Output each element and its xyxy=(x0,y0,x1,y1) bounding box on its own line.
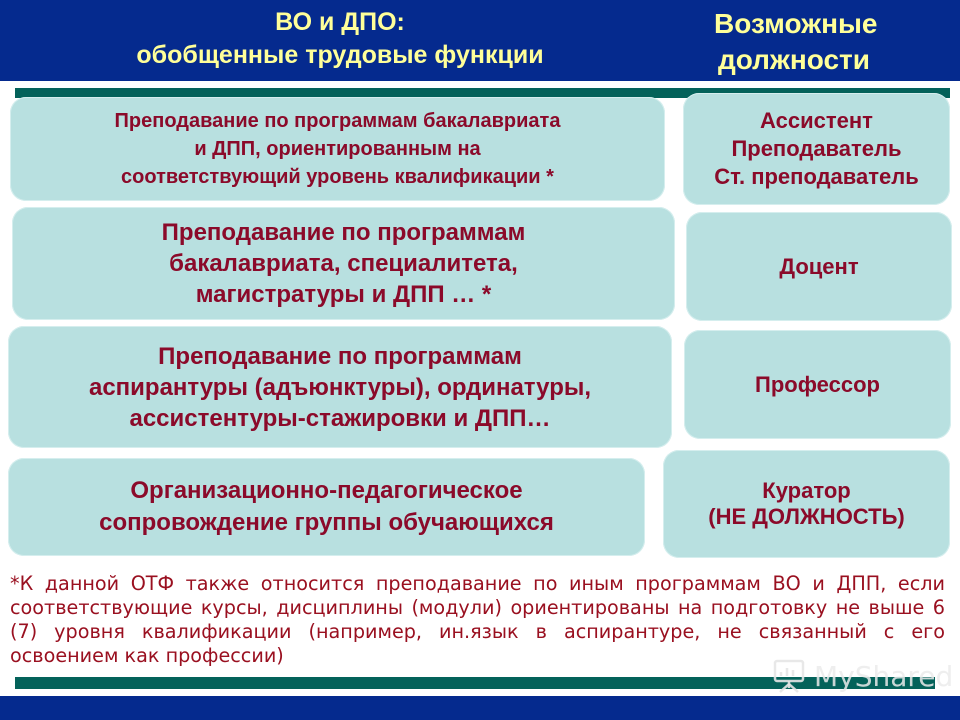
function-box-postgraduate: Преподавание по программам аспирантуры (… xyxy=(8,326,672,448)
position-text: Куратор (НЕ ДОЛЖНОСТЬ) xyxy=(708,478,905,529)
function-text: Преподавание по программам бакалавриата,… xyxy=(161,219,526,308)
positions-title-line1: Возможные xyxy=(714,8,878,39)
footnote-text: *К данной ОТФ также относится преподаван… xyxy=(10,572,945,667)
position-text: Ассистент Преподаватель Ст. преподавател… xyxy=(714,108,919,189)
footer-banner xyxy=(0,696,960,720)
position-box-docent: Доцент xyxy=(686,212,952,321)
position-text: Доцент xyxy=(779,253,859,279)
position-box-assistant-lecturer: Ассистент Преподаватель Ст. преподавател… xyxy=(683,93,950,205)
position-box-curator: Куратор (НЕ ДОЛЖНОСТЬ) xyxy=(663,450,950,558)
watermark: MyShared xyxy=(772,656,953,696)
functions-title-line1: ВО и ДПО: xyxy=(275,8,405,36)
positions-column-title: Возможные должности xyxy=(700,6,940,78)
function-text: Преподавание по программам бакалавриата … xyxy=(114,110,561,188)
function-text: Организационно-педагогическое сопровожде… xyxy=(99,477,554,536)
function-text: Преподавание по программам аспирантуры (… xyxy=(88,342,592,432)
watermark-label: MyShared xyxy=(814,659,954,693)
header-banner: ВО и ДПО: обобщенные трудовые функции Во… xyxy=(0,0,960,81)
functions-column-title: ВО и ДПО: обобщенные трудовые функции xyxy=(40,6,640,72)
function-box-bachelor: Преподавание по программам бакалавриата … xyxy=(10,97,665,201)
top-divider-bar xyxy=(15,88,950,98)
functions-title-line2: обобщенные трудовые функции xyxy=(136,41,544,69)
bottom-divider-bar xyxy=(15,677,935,689)
function-box-bachelor-specialist-master: Преподавание по программам бакалавриата,… xyxy=(12,207,675,320)
position-text: Профессор xyxy=(755,371,880,397)
function-box-group-support: Организационно-педагогическое сопровожде… xyxy=(8,458,645,556)
position-box-professor: Профессор xyxy=(684,330,951,439)
positions-title-line2: должности xyxy=(718,44,870,75)
presentation-board-icon xyxy=(772,658,806,694)
